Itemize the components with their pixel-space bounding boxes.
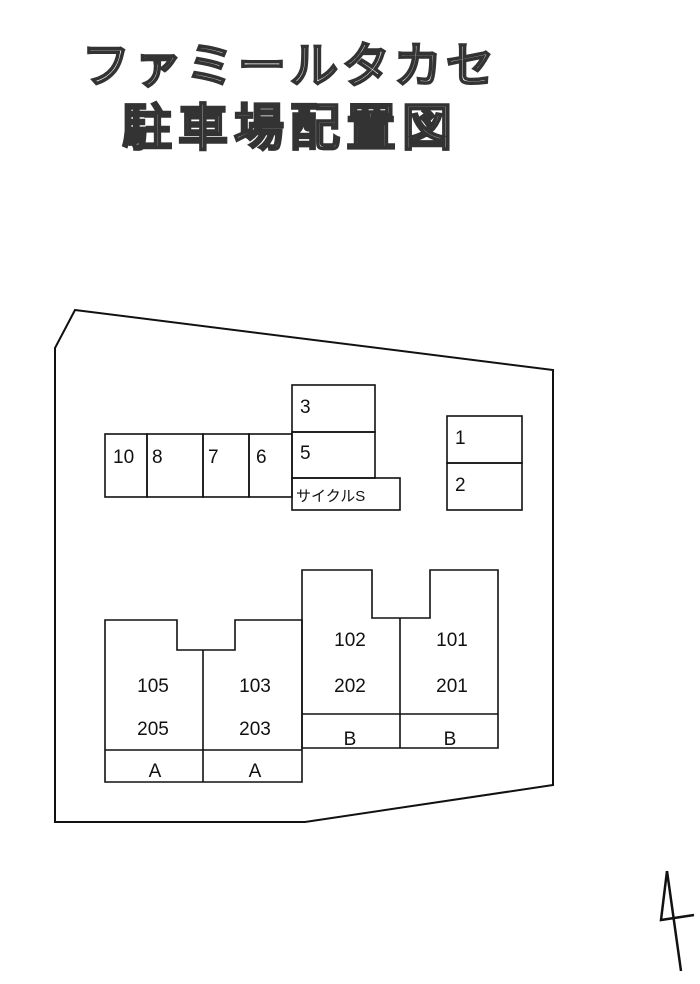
- unit-201: 201: [436, 676, 468, 697]
- lot-boundary: [54, 308, 554, 823]
- cycle-space: [291, 477, 401, 511]
- unit-101: 101: [436, 630, 468, 651]
- title-parking-layout: 駐車場配置図: [121, 98, 458, 158]
- space-10-label: 10: [113, 447, 134, 468]
- space-7-label: 7: [208, 447, 219, 468]
- space-6-label: 6: [256, 447, 267, 468]
- building-label-a-left: A: [149, 761, 162, 782]
- unit-105: 105: [137, 676, 169, 697]
- unit-203: 203: [239, 719, 271, 740]
- space-3-label: 3: [300, 397, 311, 418]
- building-label-a-right: A: [249, 761, 262, 782]
- building-a: [104, 619, 303, 783]
- title-property-name: ファミールタカセ: [81, 37, 498, 95]
- building-label-b-left: B: [344, 729, 357, 750]
- north-arrow-icon: [659, 870, 695, 972]
- unit-202: 202: [334, 676, 366, 697]
- space-2-label: 2: [455, 475, 466, 496]
- space-1-label: 1: [455, 428, 466, 449]
- building-label-b-right: B: [444, 729, 457, 750]
- unit-103: 103: [239, 676, 271, 697]
- unit-102: 102: [334, 630, 366, 651]
- building-b: [301, 569, 499, 749]
- cycle-space-label: サイクルS: [296, 488, 365, 505]
- unit-205: 205: [137, 719, 169, 740]
- space-5-label: 5: [300, 443, 311, 464]
- space-8-label: 8: [152, 447, 163, 468]
- space-2: [446, 462, 523, 511]
